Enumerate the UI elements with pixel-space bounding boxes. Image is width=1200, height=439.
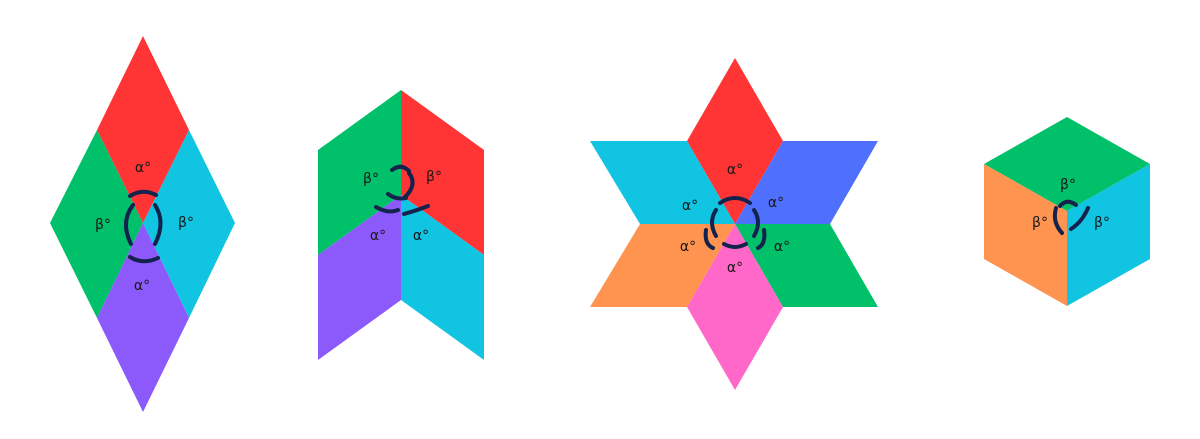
angle-label-alpha-top: α°	[135, 160, 151, 176]
angle-arc-marks	[124, 189, 163, 264]
angle-label-alpha-upper-right: α°	[768, 195, 784, 211]
angle-label-alpha-right: α°	[413, 228, 429, 244]
rhombus-orange	[590, 224, 735, 307]
parallelogram-green	[318, 90, 401, 255]
parallelogram-cyan	[401, 195, 484, 360]
angle-label-beta-left: β°	[363, 171, 379, 187]
angle-label-alpha-lower-right: α°	[774, 239, 790, 255]
angle-label-beta-left: β°	[95, 217, 111, 233]
angle-label-beta-top: β°	[1060, 177, 1076, 193]
angle-arc-marks	[703, 196, 767, 250]
rhombus-cyan	[590, 141, 735, 224]
rhombus-red	[97, 36, 189, 223]
angle-label-alpha-bottom: α°	[727, 260, 743, 276]
rhombus-green	[50, 130, 143, 318]
rhombus-blue	[735, 141, 878, 224]
rhombus-orange	[984, 164, 1067, 306]
rhombus-green	[735, 224, 878, 307]
angle-label-beta-right: β°	[426, 169, 442, 185]
rhombus-cyan	[1067, 164, 1150, 306]
angle-label-alpha-bottom: α°	[134, 278, 150, 294]
parallelogram-red	[401, 90, 484, 255]
angle-label-beta-right: β°	[1094, 215, 1110, 231]
figure-chevron: β° β° α° α°	[318, 90, 484, 360]
figure-vertical-rhombus: α° β° β° α°	[50, 36, 235, 412]
angle-label-beta-left: β°	[1032, 215, 1048, 231]
angle-label-alpha-upper-left: α°	[682, 198, 698, 214]
angle-arc-marks	[1052, 199, 1090, 235]
rhombus-purple	[97, 223, 189, 412]
angle-label-alpha-left: α°	[370, 228, 386, 244]
angle-arc-marks	[374, 164, 430, 216]
angle-label-alpha-lower-left: α°	[680, 239, 696, 255]
rhombus-cyan	[143, 130, 235, 318]
figure-hexagon-cube: β° β° β°	[984, 117, 1150, 306]
angle-label-beta-right: β°	[178, 215, 194, 231]
parallelogram-purple	[318, 195, 401, 360]
angle-label-alpha-top: α°	[727, 162, 743, 178]
figure-six-point-star: α° α° α° α° α° α°	[590, 58, 878, 390]
